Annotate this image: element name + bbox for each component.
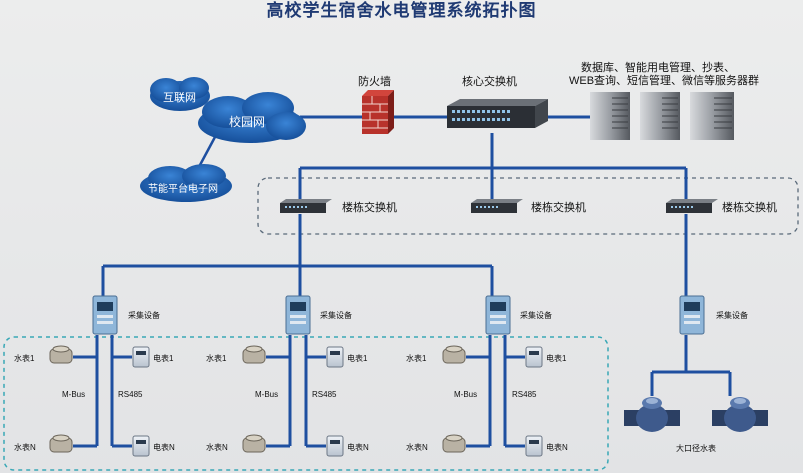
cloud-energy-platform — [140, 164, 232, 202]
collector-label-3: 采集设备 — [520, 311, 552, 320]
building-switch-icon-2 — [471, 199, 523, 213]
building-switch-zone — [257, 177, 799, 235]
building-switch-icon-1 — [280, 199, 332, 213]
large-meter-label: 大口径水表 — [676, 444, 716, 453]
water-meter-n-label-g2: 水表N — [206, 443, 228, 452]
building-switch-label-1: 楼栋交换机 — [342, 202, 397, 214]
mbus-label-g3: M-Bus — [454, 390, 478, 399]
cloud-campus — [198, 92, 306, 143]
building-switch-icon-3 — [666, 199, 718, 213]
core-switch-label: 核心交换机 — [462, 76, 517, 88]
rs485-label-g1: RS485 — [118, 390, 143, 399]
page-title: 高校学生宿舍水电管理系统拓扑图 — [266, 1, 537, 20]
mbus-label-g1: M-Bus — [62, 390, 86, 399]
firewall-icon — [362, 90, 394, 134]
water-meter-1-label-g3: 水表1 — [406, 354, 427, 363]
cloud-internet — [150, 77, 210, 111]
water-meter-icons — [49, 345, 466, 453]
servers-label-line2: WEB查询、短信管理、微信等服务器群 — [569, 75, 760, 87]
meter-bus-lines — [73, 335, 525, 448]
power-meter-icons — [132, 346, 543, 457]
collector-icon-1 — [92, 295, 118, 335]
collector-label-2: 采集设备 — [320, 311, 352, 320]
water-meter-1-label-g2: 水表1 — [206, 354, 227, 363]
collector-icon-4 — [679, 295, 705, 335]
building-switch-label-2: 楼栋交换机 — [531, 202, 586, 214]
rs485-label-g3: RS485 — [512, 390, 537, 399]
power-meter-n-label-g3: 电表N — [546, 443, 568, 452]
cloud-energy-label: 节能平台电子网 — [148, 184, 218, 195]
water-meter-n-label-g1: 水表N — [14, 443, 36, 452]
power-meter-n-label-g1: 电表N — [153, 443, 175, 452]
water-meter-n-label-g3: 水表N — [406, 443, 428, 452]
building-switch-label-3: 楼栋交换机 — [722, 202, 777, 214]
servers-label-line1: 数据库、智能用电管理、抄表、 — [581, 62, 735, 74]
large-water-meter-icon-2 — [712, 397, 768, 432]
collector-icon-3 — [485, 295, 511, 335]
collector-label-4: 采集设备 — [716, 311, 748, 320]
large-water-meter-icon-1 — [624, 397, 680, 432]
collector-label-1: 采集设备 — [128, 311, 160, 320]
collector-icon-2 — [285, 295, 311, 335]
cloud-internet-label: 互联网 — [163, 92, 196, 104]
rs485-label-g2: RS485 — [312, 390, 337, 399]
power-meter-n-label-g2: 电表N — [347, 443, 369, 452]
mbus-label-g2: M-Bus — [255, 390, 279, 399]
power-meter-1-label-g1: 电表1 — [153, 354, 174, 363]
firewall-label: 防火墙 — [358, 76, 391, 88]
water-meter-1-label-g1: 水表1 — [14, 354, 35, 363]
power-meter-1-label-g3: 电表1 — [546, 354, 567, 363]
cloud-campus-label: 校园网 — [229, 115, 266, 129]
server-group-icon — [590, 92, 734, 140]
power-meter-1-label-g2: 电表1 — [347, 354, 368, 363]
network-links — [101, 115, 732, 396]
core-switch-icon — [447, 99, 548, 128]
